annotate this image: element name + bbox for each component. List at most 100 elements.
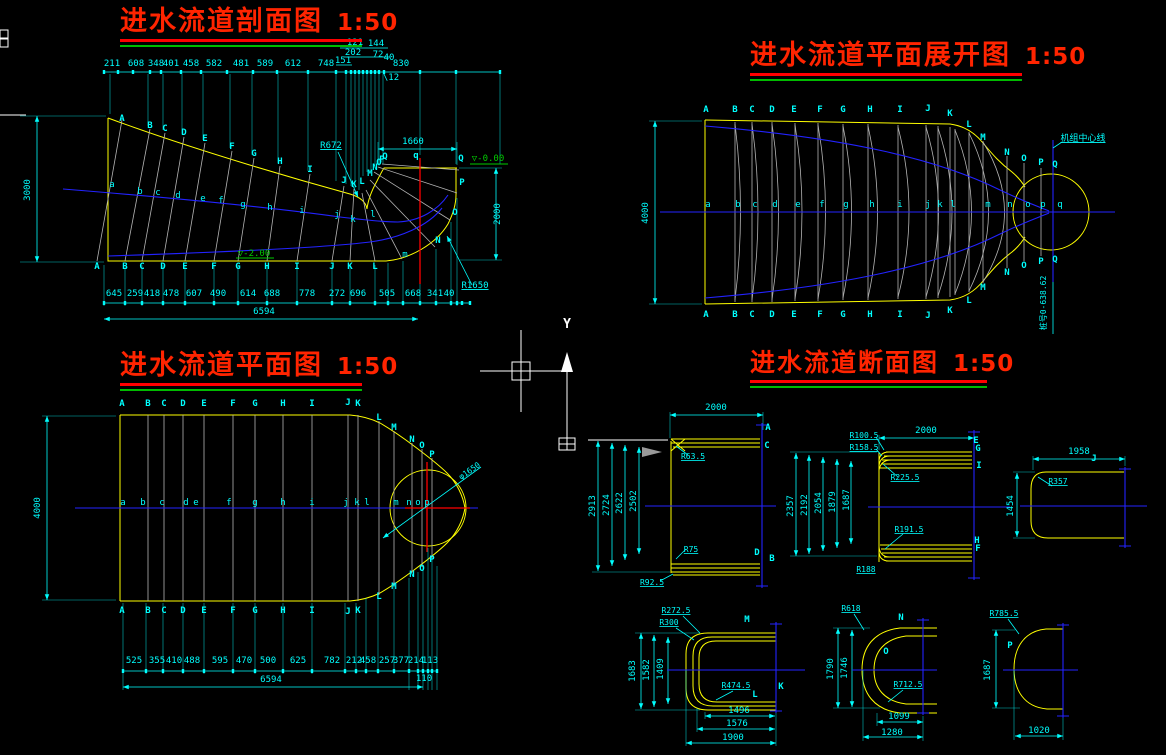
radius-label: R1650 xyxy=(461,281,488,291)
dim-text: 214 xyxy=(408,656,424,666)
dim-text: 259 xyxy=(127,289,143,299)
section-letter: H xyxy=(280,606,285,616)
dim-text: 72 xyxy=(373,50,384,60)
title-scale: 1:50 xyxy=(337,10,399,36)
dim-text: 4000 xyxy=(641,202,651,224)
section-letter: A xyxy=(703,105,709,115)
section-letter: I xyxy=(294,262,299,272)
dim-text: 355 xyxy=(149,656,165,666)
section-letter: n xyxy=(406,498,411,508)
crosshair-cursor[interactable] xyxy=(480,330,562,412)
radius-label: R785.5 xyxy=(990,609,1019,618)
section-letter: P xyxy=(429,555,435,565)
section-letter: N xyxy=(1004,268,1009,278)
section-letter: I xyxy=(309,606,314,616)
section-letter: N xyxy=(409,435,414,445)
radius-label: φ1650 xyxy=(457,460,482,481)
section-letter: e xyxy=(795,200,800,210)
section-letter: o xyxy=(1025,200,1030,210)
dim-text: 525 xyxy=(126,656,142,666)
section-letter: C xyxy=(162,124,167,134)
section-letter: e xyxy=(193,498,198,508)
section-letter: G xyxy=(252,399,257,409)
section-letter: E xyxy=(201,606,206,616)
section-letter: H xyxy=(277,157,282,167)
section-letter: E xyxy=(182,262,187,272)
section-letter: O xyxy=(419,441,425,451)
section-letter: H xyxy=(867,310,872,320)
section-letter: L xyxy=(359,177,365,187)
section-letter: M xyxy=(980,133,986,143)
radius-label: R92.5 xyxy=(640,578,664,587)
section-letter: O xyxy=(1021,261,1027,271)
section-letter: A xyxy=(119,114,125,124)
section-letter: C xyxy=(764,441,769,451)
section-letter: J xyxy=(341,176,346,186)
section-letter: Q xyxy=(1052,255,1058,265)
radius-label: R357 xyxy=(1048,477,1067,486)
section-letter: q xyxy=(413,151,418,161)
section-letter: E xyxy=(791,105,796,115)
dim-text: 40 xyxy=(444,289,455,299)
section-letter: K xyxy=(351,180,357,190)
dim-text: 1958 xyxy=(1068,447,1090,457)
section-letter: b xyxy=(735,200,740,210)
section-letter: D xyxy=(160,262,166,272)
section-letter: F xyxy=(230,606,235,616)
dim-text: 2000 xyxy=(493,203,503,225)
section-letter: g xyxy=(843,200,848,210)
section-letter: D xyxy=(180,606,186,616)
dim-text: 2357 xyxy=(786,495,796,517)
dim-text: 1790 xyxy=(826,658,836,680)
section-letter: F xyxy=(211,262,216,272)
section-letter: E xyxy=(791,310,796,320)
dim-text: 668 xyxy=(405,289,421,299)
title-underline-green xyxy=(750,79,1022,81)
section-letter: B xyxy=(147,121,153,131)
section-letter: i xyxy=(309,498,314,508)
section-letter: O xyxy=(883,647,889,657)
dim-text: 151 xyxy=(335,56,351,66)
section-letter: G xyxy=(252,606,257,616)
section-letter: A xyxy=(119,399,125,409)
section-letter: H xyxy=(974,536,979,546)
section-letter: K xyxy=(778,682,784,692)
dim-text: 612 xyxy=(285,59,301,69)
section-letter: G xyxy=(840,310,845,320)
section-letter: m xyxy=(393,498,398,508)
section-letter: C xyxy=(749,310,754,320)
section-letter: i xyxy=(897,200,902,210)
section-letter: B xyxy=(145,606,151,616)
section-letter: b xyxy=(137,187,142,197)
section-letter: P xyxy=(429,450,435,460)
section-letter: A xyxy=(119,606,125,616)
section-letter: P xyxy=(1038,158,1044,168)
section-letter: J xyxy=(329,262,334,272)
section-letter: p xyxy=(1040,200,1045,210)
section-letter: d xyxy=(772,200,777,210)
section-letter: k xyxy=(937,200,943,210)
section-letter: G xyxy=(975,444,980,454)
section-letter: Q xyxy=(382,152,388,162)
section-cut-arrow xyxy=(642,447,662,457)
dim-text: 1900 xyxy=(722,733,744,743)
section-letter: C xyxy=(161,399,166,409)
dim-text: 1687 xyxy=(842,489,852,511)
section-letter: L xyxy=(376,592,382,602)
axis-arrowhead xyxy=(561,352,573,372)
section-letter: B xyxy=(732,105,738,115)
section-letter: a xyxy=(109,180,114,190)
dim-text: 614 xyxy=(240,289,256,299)
dim-text: 458 xyxy=(183,59,199,69)
dim-text: 121 xyxy=(347,38,363,48)
section-letter: Q xyxy=(1052,160,1058,170)
section-letter: M xyxy=(744,615,750,625)
dim-text: 470 xyxy=(236,656,252,666)
section-letter: H xyxy=(867,105,872,115)
dim-text: 607 xyxy=(186,289,202,299)
section-letter: l xyxy=(370,210,375,220)
dim-text: 645 xyxy=(106,289,122,299)
